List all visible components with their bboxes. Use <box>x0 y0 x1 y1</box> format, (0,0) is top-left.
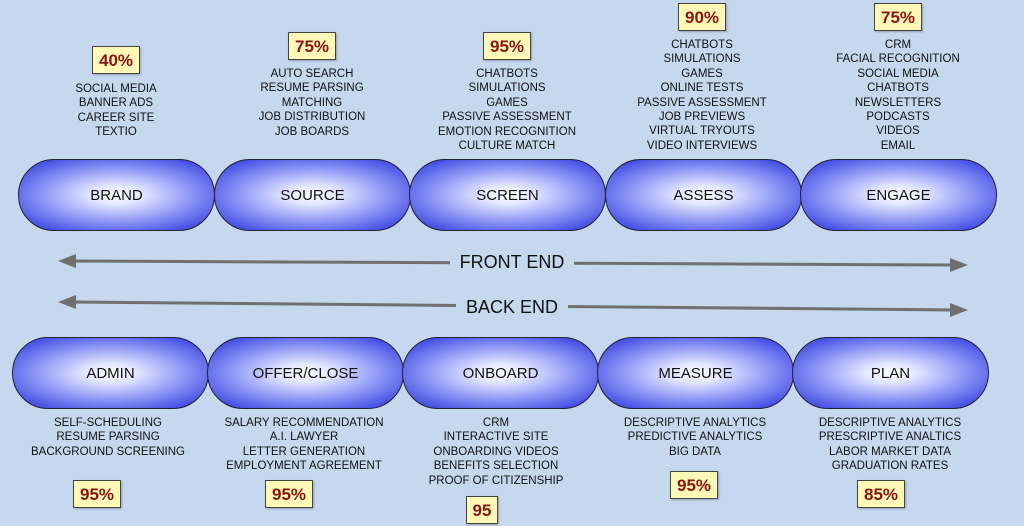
list-item: VIDEOS <box>876 125 920 138</box>
list-item: CRM <box>482 417 510 429</box>
list-item: EMOTION RECOGNITION <box>438 125 576 138</box>
stage-label: ONBOARD <box>462 364 539 382</box>
arrow-head-left-icon <box>58 295 76 309</box>
onboard-items-list: CRM INTERACTIVE SITE ONBOARDING VIDEOS B… <box>396 416 596 488</box>
stage-label: SCREEN <box>476 186 539 204</box>
stage-admin: ADMIN <box>12 337 209 409</box>
list-item: CHATBOTS <box>476 68 538 80</box>
stage-plan: PLAN <box>792 337 989 409</box>
list-item: CHATBOTS <box>671 39 733 51</box>
list-item: SIMULATIONS <box>663 53 741 66</box>
plan-items-list: DESCRIPTIVE ANALYTICS PRESCRIPTIVE ANALT… <box>790 416 990 474</box>
list-item: CRM <box>884 39 912 51</box>
stage-label: ASSESS <box>673 186 734 204</box>
list-item: EMPLOYMENT AGREEMENT <box>226 460 382 473</box>
engage-percent-badge: 75% <box>874 3 922 31</box>
arrow-head-right-icon <box>950 303 968 317</box>
assess-items-list: CHATBOTS SIMULATIONS GAMES ONLINE TESTS … <box>602 38 802 153</box>
list-item: LETTER GENERATION <box>242 445 366 458</box>
list-item: BIG DATA <box>669 445 721 458</box>
list-item: BENEFITS SELECTION <box>433 460 559 473</box>
screen-items-list: CHATBOTS SIMULATIONS GAMES PASSIVE ASSES… <box>407 67 607 153</box>
stage-label: OFFER/CLOSE <box>252 364 359 382</box>
list-item: SOCIAL MEDIA <box>75 83 157 95</box>
stage-onboard: ONBOARD <box>402 337 599 409</box>
brand-percent-badge: 40% <box>92 46 140 74</box>
arrow-head-right-icon <box>950 258 968 272</box>
list-item: BANNER ADS <box>78 97 154 110</box>
offer-close-items-list: SALARY RECOMMENDATION A.I. LAWYER LETTER… <box>204 416 404 474</box>
list-item: VIDEO INTERVIEWS <box>646 139 758 152</box>
admin-items-list: SELF-SCHEDULING RESUME PARSING BACKGROUN… <box>8 416 208 459</box>
list-item: MATCHING <box>281 96 343 109</box>
list-item: PASSIVE ASSESSMENT <box>637 96 767 109</box>
list-item: RESUME PARSING <box>56 431 160 444</box>
stage-label: PLAN <box>870 364 911 382</box>
stage-label: ADMIN <box>86 364 135 382</box>
list-item: TEXTIO <box>95 126 137 139</box>
measure-items-list: DESCRIPTIVE ANALYTICS PREDICTIVE ANALYTI… <box>595 416 795 459</box>
list-item: PREDICTIVE ANALYTICS <box>627 431 763 444</box>
measure-percent-badge: 95% <box>670 471 718 499</box>
stage-source: SOURCE <box>214 159 411 231</box>
list-item: JOB DISTRIBUTION <box>258 111 366 124</box>
list-item: PASSIVE ASSESSMENT <box>442 111 572 124</box>
list-item: AUTO SEARCH <box>270 68 354 80</box>
list-item: CHATBOTS <box>867 82 929 95</box>
stage-brand: BRAND <box>18 159 215 231</box>
list-item: SALARY RECOMMENDATION <box>224 417 384 429</box>
list-item: GRADUATION RATES <box>831 460 949 473</box>
front-end-label: FRONT END <box>0 252 1024 273</box>
list-item: NEWSLETTERS <box>854 96 942 109</box>
list-item: CULTURE MATCH <box>458 140 556 153</box>
plan-percent-badge: 85% <box>857 480 905 508</box>
stage-label: SOURCE <box>280 186 345 204</box>
stage-label: MEASURE <box>658 364 733 382</box>
brand-items-list: SOCIAL MEDIA BANNER ADS CAREER SITE TEXT… <box>16 82 216 140</box>
list-item: PODCASTS <box>866 111 930 124</box>
source-percent-badge: 75% <box>288 32 336 60</box>
arrow-head-left-icon <box>58 254 76 268</box>
list-item: PROOF OF CITIZENSHIP <box>428 474 564 487</box>
list-item: DESCRIPTIVE ANALYTICS <box>818 417 962 429</box>
list-item: EMAIL <box>880 139 916 152</box>
screen-percent-badge: 95% <box>483 32 531 60</box>
back-end-label: BACK END <box>0 297 1024 318</box>
source-items-list: AUTO SEARCH RESUME PARSING MATCHING JOB … <box>212 67 412 139</box>
list-item: GAMES <box>681 67 723 80</box>
list-item: INTERACTIVE SITE <box>443 431 549 444</box>
list-item: LABOR MARKET DATA <box>828 445 952 458</box>
list-item: SIMULATIONS <box>468 82 546 95</box>
list-item: VIRTUAL TRYOUTS <box>649 125 755 138</box>
assess-percent-badge: 90% <box>678 3 726 31</box>
stage-label: ENGAGE <box>866 186 931 204</box>
list-item: ONLINE TESTS <box>660 82 744 95</box>
list-item: SELF-SCHEDULING <box>54 417 162 429</box>
onboard-percent-badge: 95 <box>466 496 498 524</box>
list-item: CAREER SITE <box>77 111 155 124</box>
stage-label: BRAND <box>90 186 143 204</box>
offer-close-percent-badge: 95% <box>265 480 313 508</box>
list-item: DESCRIPTIVE ANALYTICS <box>623 417 767 429</box>
engage-items-list: CRM FACIAL RECOGNITION SOCIAL MEDIA CHAT… <box>798 38 998 153</box>
list-item: RESUME PARSING <box>260 82 364 95</box>
list-item: FACIAL RECOGNITION <box>836 53 960 66</box>
list-item: PRESCRIPTIVE ANALTICS <box>818 431 962 444</box>
stage-engage: ENGAGE <box>800 159 997 231</box>
list-item: SOCIAL MEDIA <box>857 67 939 80</box>
stage-offer-close: OFFER/CLOSE <box>207 337 404 409</box>
stage-measure: MEASURE <box>597 337 794 409</box>
list-item: A.I. LAWYER <box>269 431 339 444</box>
list-item: ONBOARDING VIDEOS <box>433 445 559 458</box>
list-item: GAMES <box>486 96 528 109</box>
list-item: BACKGROUND SCREENING <box>31 445 185 458</box>
stage-screen: SCREEN <box>409 159 606 231</box>
list-item: JOB PREVIEWS <box>658 111 746 124</box>
list-item: JOB BOARDS <box>274 125 350 138</box>
admin-percent-badge: 95% <box>73 480 121 508</box>
